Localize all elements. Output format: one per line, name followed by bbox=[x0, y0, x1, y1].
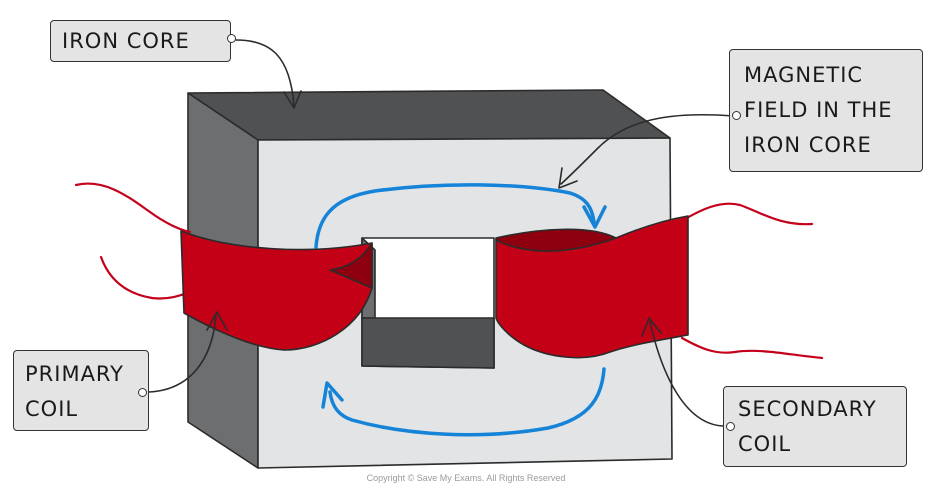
copyright-notice: Copyright © Save My Exams. All Rights Re… bbox=[366, 473, 566, 483]
field-arrow-top bbox=[314, 183, 596, 249]
primary-coil-label-dot bbox=[138, 388, 147, 397]
primary-coil-wires bbox=[74, 182, 192, 300]
iron-core-label-text: IRON CORE bbox=[62, 29, 190, 53]
core-hole-inner-bottom bbox=[361, 317, 495, 369]
secondary-coil-label: SECONDARY COIL bbox=[723, 386, 907, 467]
primary-coil bbox=[180, 230, 373, 351]
field-arrow-bottom-head bbox=[321, 381, 344, 409]
leader-secondary-head bbox=[641, 317, 662, 337]
primary-coil-label-line-2: COIL bbox=[25, 397, 79, 421]
leader-magnetic bbox=[560, 113, 735, 185]
leader-primary bbox=[148, 315, 217, 393]
leader-iron-core bbox=[235, 39, 295, 107]
magnetic-field-label-line-1: MAGNETIC bbox=[744, 63, 864, 87]
magnetic-field-label: MAGNETIC FIELD IN THE IRON CORE bbox=[729, 49, 923, 172]
iron-core-label: IRON CORE bbox=[50, 20, 236, 62]
secondary-coil-wires bbox=[678, 202, 824, 360]
leader-magnetic-head bbox=[558, 167, 578, 189]
secondary-coil-band bbox=[495, 215, 689, 359]
primary-coil-band bbox=[180, 230, 373, 351]
primary-coil-label-line-1: PRIMARY bbox=[25, 362, 125, 386]
secondary-coil bbox=[495, 215, 689, 359]
field-arrow-bottom bbox=[328, 367, 606, 437]
magnetic-field-label-dot bbox=[732, 111, 741, 120]
magnetic-field-label-line-2: FIELD IN THE bbox=[744, 98, 893, 122]
leader-lines bbox=[148, 39, 735, 427]
secondary-coil-label-dot bbox=[726, 422, 735, 431]
primary-coil-inner bbox=[329, 242, 373, 289]
magnetic-field-label-line-3: IRON CORE bbox=[744, 133, 872, 157]
iron-core-top-face bbox=[187, 89, 671, 141]
leader-iron-core-head bbox=[283, 90, 302, 109]
secondary-coil-label-line-1: SECONDARY bbox=[738, 397, 877, 421]
magnetic-field-lines bbox=[314, 183, 607, 437]
primary-coil-label: PRIMARY COIL bbox=[13, 350, 149, 431]
iron-core-label-dot bbox=[227, 34, 236, 43]
secondary-coil-label-line-2: COIL bbox=[738, 432, 792, 456]
field-arrow-top-head bbox=[582, 205, 607, 229]
leader-primary-head bbox=[206, 311, 228, 331]
leader-secondary bbox=[649, 321, 724, 427]
